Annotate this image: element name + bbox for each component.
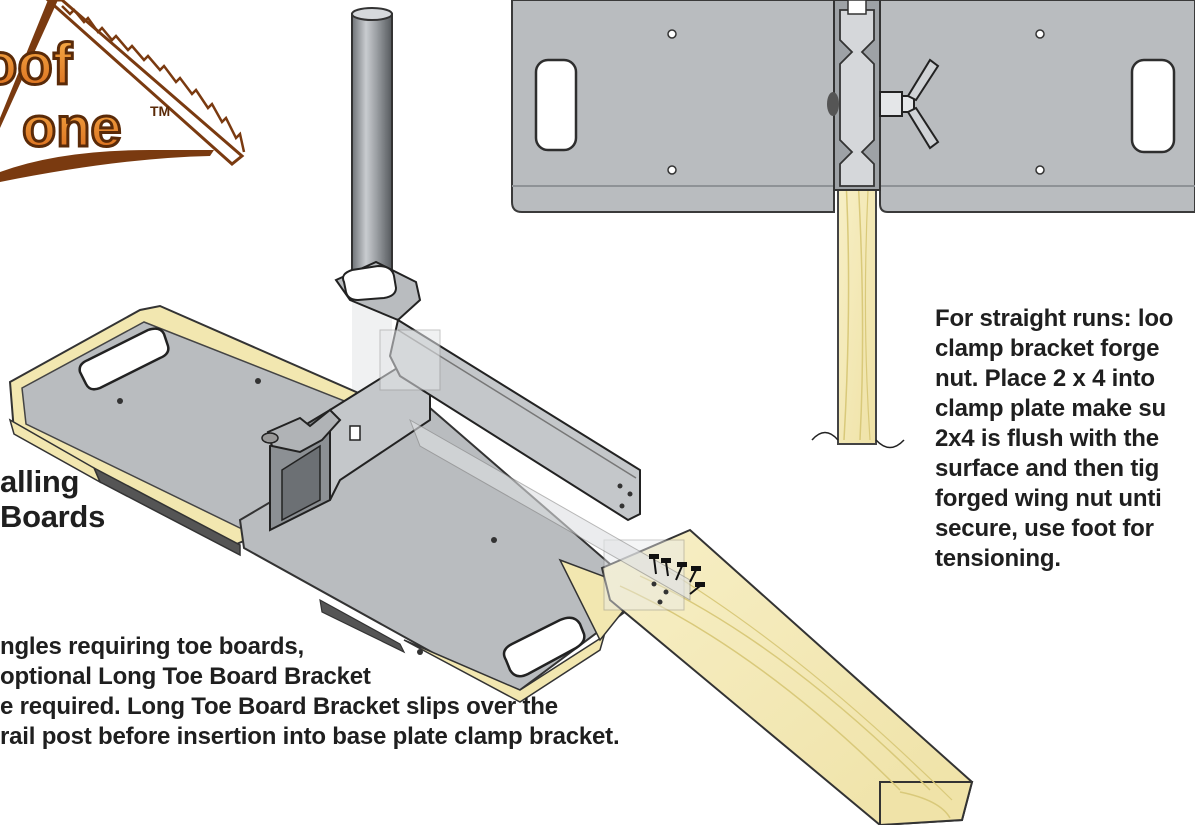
instruction-line: clamp plate make su (935, 395, 1166, 422)
long-toe-board-bracket (334, 260, 641, 522)
instruction-line: tensioning. (935, 545, 1061, 572)
bracket-post-slot (342, 264, 398, 302)
instruction-line: rail post before insertion into base pla… (0, 723, 620, 750)
instruction-line: clamp bracket forge (935, 335, 1160, 362)
left-plate-handle (78, 327, 170, 391)
heading-line: Boards (0, 499, 106, 534)
heading-line: alling (0, 464, 80, 499)
toe-board-2x4 (409, 418, 974, 825)
instruction-line: forged wing nut unti (935, 485, 1162, 512)
instruction-line: ngles requiring toe boards, (0, 633, 304, 660)
logo-roof-right (45, 0, 245, 166)
logo-roof-outline (0, 0, 58, 128)
top-view-clamp-bracket (827, 0, 881, 191)
straight-runs-instructions: For straight runs: loo clamp bracket for… (935, 304, 1195, 574)
instruction-line: nut. Place 2 x 4 into (935, 365, 1155, 392)
instruction-line: For straight runs: loo (935, 305, 1174, 332)
instruction-line: e required. Long Toe Board Bracket slips… (0, 693, 558, 720)
logo-word-one: one (22, 95, 122, 158)
board-break-right (875, 439, 905, 449)
instruction-line: secure, use foot for (935, 515, 1154, 542)
instruction-line: optional Long Toe Board Bracket (0, 663, 371, 690)
long-bracket-instructions: ngles requiring toe boards, optional Lon… (0, 632, 700, 825)
logo-roof-shingles (61, 5, 246, 153)
main-assembly-illustration (8, 7, 974, 825)
instruction-line: 2x4 is flush with the (935, 425, 1159, 452)
top-view-wing-nut (879, 58, 940, 150)
base-clamp-bracket (261, 358, 431, 532)
board-break-left (811, 431, 839, 441)
instruction-line: surface and then tig (935, 455, 1160, 482)
section-heading: alling Boards (0, 464, 140, 534)
top-view-clamp-assembly (511, 0, 1195, 449)
logo-trademark: TM (150, 103, 170, 119)
logo-swoosh (0, 150, 214, 182)
logo-word-oof: oof (0, 32, 73, 97)
top-view-2x4-board (811, 171, 905, 449)
bracket-wing-nut (266, 408, 342, 454)
top-view-left-plate (511, 0, 835, 213)
top-view-right-plate (879, 0, 1195, 213)
nails (649, 554, 705, 595)
roof-zone-logo: oof one TM (0, 0, 246, 182)
right-plate-handle (502, 616, 586, 678)
